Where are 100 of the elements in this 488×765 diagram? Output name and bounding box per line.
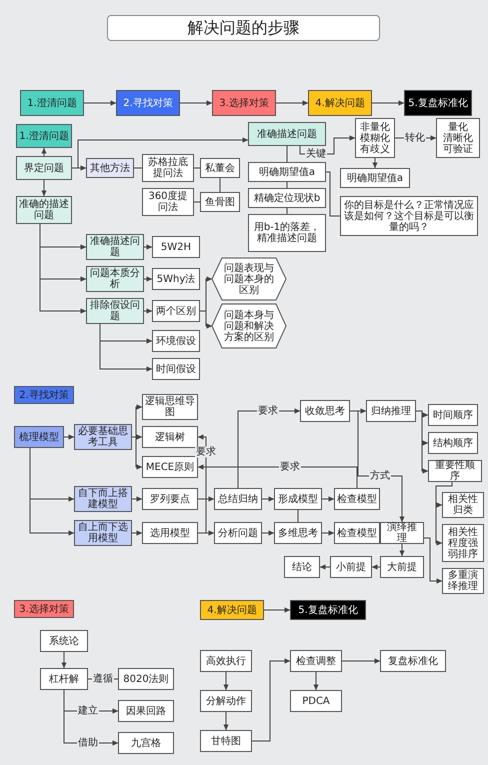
arrow (399, 544, 405, 556)
node-label: 准确描述问题 (257, 128, 317, 140)
process-box (380, 650, 446, 672)
node-label: 自上而下选用模型 (77, 522, 129, 544)
connector-line (286, 208, 288, 214)
arrow (313, 672, 319, 690)
node-label: 环境假设 (156, 336, 196, 346)
section-tag (290, 600, 366, 620)
edge-label: 转化 (404, 132, 426, 144)
node-label: 复盘标准化 (388, 656, 438, 666)
node-label: 5Why法 (156, 274, 196, 284)
process-box (248, 122, 326, 146)
arrow (372, 100, 404, 106)
arrow (64, 434, 74, 440)
arrow (320, 564, 330, 570)
node-label: 大前提 (387, 562, 417, 572)
node-label: 形成模型 (278, 494, 318, 504)
node-label: 逻辑思维导图 (145, 396, 195, 418)
process-box (142, 188, 194, 216)
process-box (200, 158, 240, 178)
edge-label: 要求 (195, 446, 217, 458)
edge-label: 建立 (77, 706, 99, 716)
process-box (290, 690, 342, 712)
process-box (152, 300, 200, 322)
node-label: 准确描述问题 (89, 236, 141, 258)
node-label: 360度提问法 (147, 191, 189, 213)
arrow (180, 100, 212, 106)
process-box (334, 488, 380, 510)
node-label: 你的目标是什么？正常情况应该是如何？这个目标是可以衡量的吗？ (343, 200, 475, 232)
arrow (262, 530, 274, 536)
connector-line (286, 146, 288, 162)
arrow (144, 308, 152, 314)
arrow (300, 135, 356, 154)
process-box (118, 732, 174, 754)
arrow (350, 410, 405, 522)
node-label: 高效执行 (206, 656, 246, 666)
process-box (142, 488, 198, 510)
node-label: 4.解决问题 (315, 98, 365, 108)
node-label: 模糊化 (360, 132, 390, 144)
step-box (116, 90, 180, 116)
node-label: 逻辑树 (155, 432, 185, 442)
node-label: 鱼骨图 (205, 196, 235, 208)
process-box (200, 730, 252, 752)
node-label: 准确的描述问题 (19, 199, 69, 221)
node-label: 检查模型 (337, 494, 377, 504)
arrow (144, 276, 152, 282)
process-box (442, 524, 484, 562)
node-label: 两个区别 (156, 306, 196, 316)
node-label: 明确期望值a (346, 172, 404, 184)
edge-label: 借助 (77, 738, 99, 748)
node-label: 非量化 (360, 122, 390, 132)
edge-label: 方式 (369, 470, 391, 482)
step-box (404, 90, 472, 116)
arrow (223, 712, 229, 730)
node-label: 2.寻找对策 (19, 390, 69, 400)
node-label: 可验证 (443, 144, 473, 154)
section-tag (14, 600, 74, 618)
process-box (248, 214, 326, 252)
process-box (142, 426, 198, 448)
node-label: 量化 (448, 122, 468, 132)
arrow (276, 100, 308, 106)
node-label: 自下而上搭建模型 (77, 488, 129, 510)
arrow (132, 496, 142, 502)
node-label: 杠杆解 (49, 674, 79, 684)
process-box (290, 650, 342, 672)
process-box (428, 432, 478, 454)
process-box (274, 522, 322, 544)
process-box (428, 460, 482, 482)
process-box (274, 488, 322, 510)
arrow (322, 496, 334, 502)
arrow (322, 530, 334, 536)
arrow (198, 434, 206, 534)
process-box (248, 162, 326, 182)
node-label: 选用模型 (150, 528, 190, 538)
arrow (342, 658, 380, 664)
process-box (118, 700, 174, 722)
arrow (372, 158, 378, 168)
node-label: 问题本身与问题和解决方案的区别 (223, 310, 275, 342)
node-label: 1.澄清问题 (27, 98, 77, 108)
process-box (152, 236, 200, 258)
arrow (223, 672, 229, 690)
node-label: 精确定位现状b (254, 192, 320, 204)
arrow (30, 448, 74, 536)
process-box (284, 556, 320, 578)
connector-line (326, 172, 340, 216)
arrow (252, 658, 290, 742)
connector-line (286, 182, 288, 188)
section-tag (200, 600, 264, 620)
node-label: 检查模型 (337, 528, 377, 538)
node-label: 多维思考 (278, 528, 318, 538)
process-box (152, 268, 200, 290)
node-label: 3.选择对策 (19, 604, 69, 614)
section-tag (16, 124, 72, 148)
node-label: 其他方法 (90, 162, 130, 174)
process-box (428, 404, 478, 426)
edge-label: 要求 (279, 462, 301, 472)
arrow (41, 180, 47, 196)
node-label: 明确期望值a (258, 166, 316, 178)
node-label: 结构顺序 (433, 438, 473, 448)
process-box (436, 118, 480, 158)
